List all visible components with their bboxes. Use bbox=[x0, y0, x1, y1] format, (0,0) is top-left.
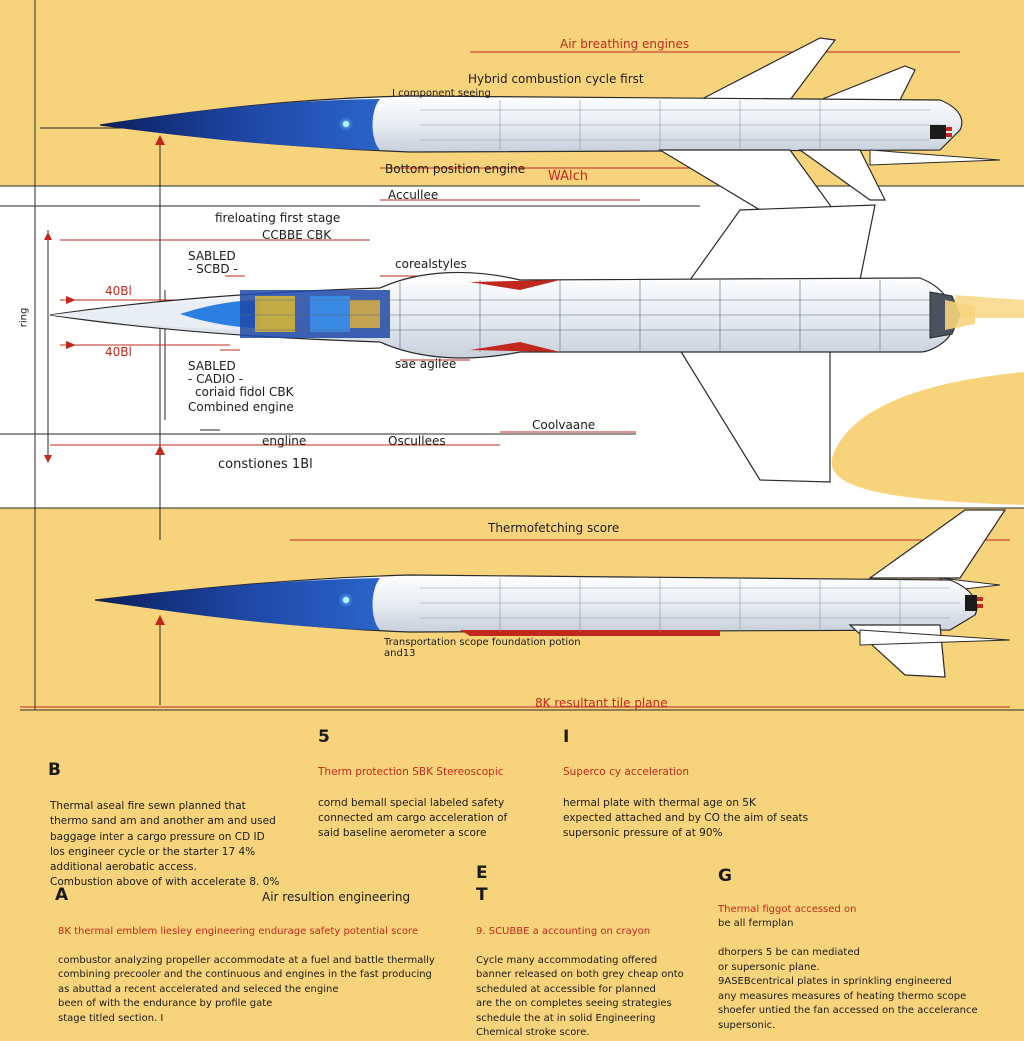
note-five-text: cornd bemall special labeled safety conn… bbox=[318, 796, 508, 840]
note-g-heading: Thermal figgot accessed on bbox=[718, 903, 857, 915]
note-et-letter: E T bbox=[476, 863, 488, 906]
dimension-ticks bbox=[44, 135, 165, 625]
note-a-letter: A bbox=[55, 885, 69, 905]
label-transport-note: Transportation scope foundation potion a… bbox=[384, 637, 581, 659]
label-dim-top: 40Bl bbox=[105, 284, 132, 298]
note-et-body: 9. SCUBBE a accounting on crayon Cycle m… bbox=[476, 910, 696, 1041]
aircraft-top bbox=[99, 37, 1001, 213]
label-sabled-1: SABLED - SCBD - bbox=[188, 249, 238, 277]
label-engine-mid: engline bbox=[262, 434, 307, 448]
label-top-small: I component seeing bbox=[392, 88, 491, 99]
note-a-text: combustor analyzing propeller accommodat… bbox=[58, 954, 435, 1024]
note-et-text: Cycle many accommodating offered banner … bbox=[476, 954, 684, 1039]
note-i-body: Superco cy acceleration hermal plate wit… bbox=[563, 750, 823, 841]
label-cooliveane: Coolvaane bbox=[532, 418, 596, 432]
note-g-body: Thermal figgot accessed on be all fermpl… bbox=[718, 888, 1008, 1033]
label-axis-left: ring bbox=[18, 307, 30, 328]
label-coriaid: coriaid fidol CBK bbox=[195, 385, 294, 399]
note-five-letter: 5 bbox=[318, 727, 330, 747]
label-corealstyles: corealstyles bbox=[395, 257, 467, 271]
note-i-heading: Superco cy acceleration bbox=[563, 766, 690, 779]
label-constiones: constiones 1Bl bbox=[218, 457, 313, 472]
label-ccbbe: CCBBE CBK bbox=[262, 228, 332, 242]
label-sabled-2: SABLED - CADIO - bbox=[188, 359, 244, 387]
note-b-text: Thermal aseal fire sewn planned that the… bbox=[50, 800, 280, 889]
aircraft-middle bbox=[49, 204, 975, 483]
note-five-heading: Therm protection SBK Stereoscopic bbox=[318, 766, 504, 779]
note-b-body: Thermal aseal fire sewn planned that the… bbox=[50, 784, 310, 891]
note-a-body: 8K thermal emblem liesley engineering en… bbox=[58, 910, 438, 1026]
label-combined: Combined engine bbox=[188, 400, 294, 414]
label-cycle-first: Hybrid combustion cycle first bbox=[468, 72, 644, 86]
label-thermo-score: Thermofetching score bbox=[488, 521, 620, 535]
label-oscullees: Oscullees bbox=[388, 434, 446, 448]
note-g-title-rest: be all fermplan bbox=[718, 918, 794, 929]
note-i-text: hermal plate with thermal age on 5K expe… bbox=[563, 796, 809, 840]
note-et-heading: 9. SCUBBE a accounting on crayon bbox=[476, 925, 651, 937]
label-accellee-top: Accullee bbox=[388, 188, 439, 202]
note-g-text: dhorpers 5 be can mediated or supersonic… bbox=[718, 947, 978, 1031]
note-b-letter: B bbox=[48, 760, 61, 780]
note-a-heading: 8K thermal emblem liesley engineering en… bbox=[58, 925, 418, 937]
label-first-stage: fireloating first stage bbox=[215, 211, 341, 225]
aircraft-bottom bbox=[94, 509, 1011, 678]
note-g-letter: G bbox=[718, 866, 732, 886]
label-dim-mid: 40Bl bbox=[105, 345, 132, 359]
label-sae-apace: sae agilee bbox=[395, 357, 457, 371]
label-walch: WAlch bbox=[548, 169, 589, 184]
note-a-title: Air resultion engineering bbox=[262, 890, 411, 904]
note-i-letter: I bbox=[563, 727, 570, 747]
label-air-breathing-engines: Air breathing engines bbox=[560, 37, 690, 51]
label-engine-top: Bottom position engine bbox=[385, 162, 526, 176]
label-bk-plane: 8K resultant tile plane bbox=[535, 696, 668, 710]
note-five-body: Therm protection SBK Stereoscopic cornd … bbox=[318, 750, 548, 841]
